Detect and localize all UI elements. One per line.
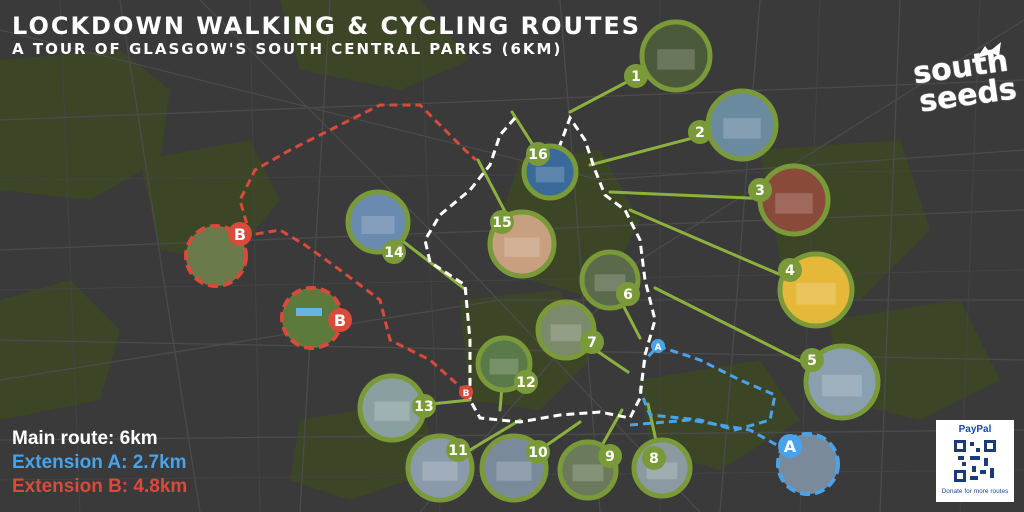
stop-marker[interactable]: 12	[475, 335, 538, 394]
stop-number: 4	[785, 263, 795, 279]
stop-number: 2	[695, 125, 705, 141]
stop-marker[interactable]: 9	[557, 439, 622, 501]
legend-main-route: Main route: 6km	[12, 428, 158, 449]
stop-photo-detail	[775, 193, 813, 214]
stop-number-badge	[526, 440, 550, 464]
stop-photo-detail	[374, 401, 410, 421]
donate-qr-panel[interactable]: PayPal Donate for more routes	[936, 420, 1014, 502]
extension-b-photo-1[interactable]: B	[184, 222, 252, 288]
stop-marker[interactable]: 4	[777, 251, 855, 329]
stop-number-badge	[514, 370, 538, 394]
stop-photo-detail	[796, 282, 836, 305]
extension-a-spur	[629, 418, 801, 460]
stop-number: 3	[755, 183, 765, 199]
stop-number-badge	[778, 258, 802, 282]
qr-code-icon	[952, 438, 998, 484]
stop-number: 13	[414, 399, 433, 415]
south-seeds-logo: south seeds	[905, 40, 1019, 130]
stop-photo-detail	[657, 49, 695, 70]
stop-number: 7	[587, 335, 597, 351]
stop-number-badge	[616, 282, 640, 306]
stop-number: 15	[492, 215, 511, 231]
stop-photo-detail	[535, 166, 565, 183]
legend-extension-a: Extension A: 2.7km	[12, 452, 187, 473]
stop-number: 1	[631, 69, 641, 85]
paypal-label: PayPal	[958, 424, 992, 435]
leaf-icon	[977, 42, 1001, 58]
stop-photo-detail	[496, 461, 532, 481]
stop-photo-detail	[822, 374, 862, 397]
stop-photo-detail	[489, 358, 519, 375]
stop-photo	[535, 299, 597, 361]
stop-number: 6	[623, 287, 633, 303]
stop-number-badge	[526, 142, 550, 166]
stop-marker[interactable]: 16	[521, 142, 579, 201]
stop-photo-detail	[550, 324, 582, 342]
svg-text:B: B	[334, 311, 346, 330]
stop-number-badge	[580, 330, 604, 354]
stop-number-badge	[382, 240, 406, 264]
stop-photo	[639, 19, 713, 93]
stop-number: 10	[528, 445, 548, 461]
stop-marker[interactable]: 8	[631, 437, 693, 499]
main-route	[423, 114, 657, 424]
stop-number: 11	[448, 443, 467, 459]
stop-marker[interactable]: 10	[479, 433, 550, 503]
stop-photo-detail	[422, 461, 458, 481]
stop-number-badge	[446, 438, 470, 462]
stop-number: 14	[384, 245, 404, 261]
stop-marker[interactable]: 15	[487, 209, 557, 279]
stop-marker[interactable]: 14	[345, 189, 411, 264]
stop-number-badge	[688, 120, 712, 144]
stop-number-badge	[642, 446, 666, 470]
stop-number-badge	[800, 348, 824, 372]
stop-number: 5	[807, 353, 817, 369]
stop-number-badge	[490, 210, 514, 234]
map-subtitle: A TOUR OF GLASGOW'S SOUTH CENTRAL PARKS …	[12, 40, 563, 58]
stop-photo-detail	[504, 237, 540, 257]
legend-extension-b: Extension B: 4.8km	[12, 476, 188, 497]
svg-text:A: A	[655, 343, 662, 353]
stop-photo-detail	[572, 464, 604, 482]
stop-number-badge	[598, 444, 622, 468]
stop-marker[interactable]: 11	[405, 433, 475, 503]
extension-a-marker-small: A	[651, 339, 665, 353]
stop-number-badge	[624, 64, 648, 88]
stop-number: 12	[516, 375, 535, 391]
donate-caption: Donate for more routes	[941, 488, 1009, 495]
stop-marker[interactable]: 5	[800, 343, 881, 421]
stop-number-badge	[412, 394, 436, 418]
stop-number: 9	[605, 449, 615, 465]
stop-photo-detail	[361, 216, 395, 234]
stop-marker[interactable]: 7	[535, 299, 604, 361]
stop-marker[interactable]: 6	[579, 249, 641, 311]
stop-number-badge	[748, 178, 772, 202]
stop-number: 8	[649, 451, 659, 467]
extension-b-route	[238, 103, 478, 394]
stop-marker[interactable]: 13	[357, 373, 436, 443]
stop-marker[interactable]: 2	[688, 88, 779, 162]
extension-a-photo[interactable]: A	[776, 432, 840, 496]
extension-b-marker-small: B	[459, 385, 473, 399]
stop-marker[interactable]: 1	[624, 19, 713, 93]
svg-text:B: B	[463, 389, 470, 399]
svg-text:A: A	[784, 437, 797, 456]
stop-photo-detail	[594, 274, 626, 292]
stop-photo	[345, 189, 411, 255]
svg-text:B: B	[234, 225, 246, 244]
stop-number: 16	[528, 147, 547, 163]
map-title: LOCKDOWN WALKING & CYCLING ROUTES	[12, 12, 642, 40]
stop-photo-detail	[723, 118, 761, 139]
extension-b-photo-2[interactable]: B	[280, 286, 352, 350]
stop-photo	[803, 343, 881, 421]
stop-marker[interactable]: 3	[748, 163, 831, 237]
